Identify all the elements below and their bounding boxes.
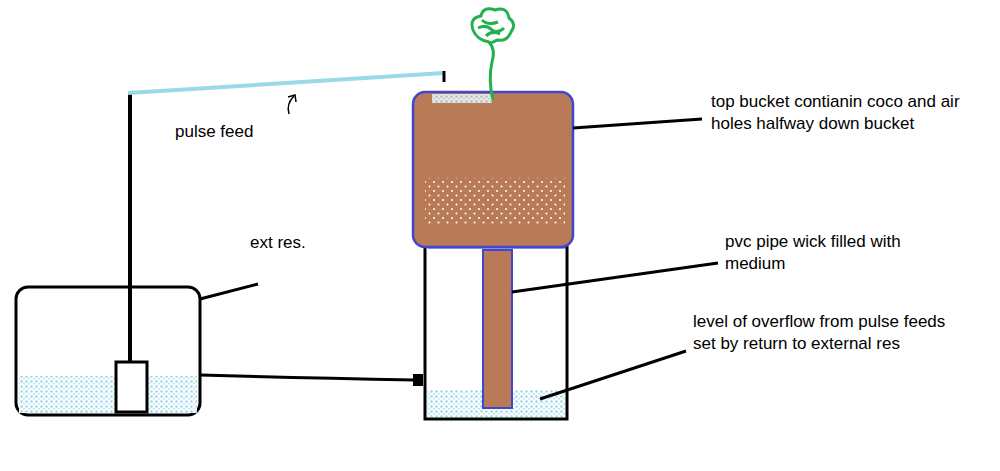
leader-line xyxy=(573,119,702,128)
pulse-feed-label: pulse feed xyxy=(175,121,285,143)
emitter xyxy=(443,71,446,82)
reservoir xyxy=(16,287,200,415)
return-tube xyxy=(200,375,414,380)
return-fitting xyxy=(413,374,423,386)
pointer-arrow xyxy=(288,96,294,114)
reservoir-water xyxy=(19,376,197,413)
feed-tube xyxy=(128,92,132,362)
top-bucket xyxy=(413,92,573,247)
overflow-label: level of overflow from pulse feeds set b… xyxy=(693,311,955,355)
pulse-feed-line xyxy=(128,73,444,93)
pvc-wick xyxy=(483,250,512,408)
lower-bucket xyxy=(425,237,567,419)
air-holes xyxy=(425,178,565,226)
leader-line xyxy=(200,284,258,299)
wick-label: pvc pipe wick filled with medium xyxy=(725,231,955,275)
leader-line xyxy=(540,351,686,399)
feed-splash xyxy=(432,94,492,103)
plant xyxy=(472,9,514,100)
reservoir-label: ext res. xyxy=(250,232,340,254)
pump xyxy=(116,362,147,412)
top-bucket-label: top bucket contianin coco and air holes … xyxy=(711,91,995,135)
leader-line xyxy=(512,263,718,292)
pointer-arrow-head xyxy=(288,95,296,102)
